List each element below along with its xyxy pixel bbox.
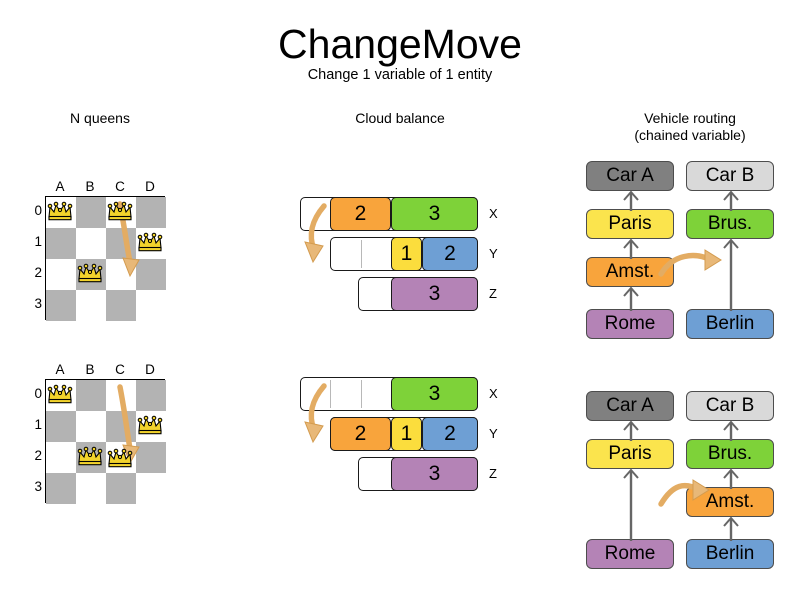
stop-box-rome[interactable]: Rome [586,309,674,339]
board-cell[interactable] [46,228,76,259]
queen-piece[interactable] [47,201,73,221]
board-cell[interactable] [136,197,166,228]
process-segment[interactable]: 2 [330,197,391,231]
board-col-header: C [115,362,125,377]
stop-box-brus[interactable]: Brus. [686,209,774,239]
process-segment[interactable]: 1 [391,237,422,271]
process-segment[interactable]: 3 [391,457,478,491]
process-segment[interactable]: 2 [422,237,478,271]
board-row-header: 3 [34,296,42,311]
computer-label-z: Z [489,286,497,301]
queen-piece[interactable] [47,384,73,404]
queen-piece[interactable] [77,263,103,283]
computer-label-x: X [489,206,498,221]
queen-piece-moved[interactable] [107,448,133,468]
stop-box-berlin[interactable]: Berlin [686,539,774,569]
queen-piece[interactable] [77,446,103,466]
board-row-header: 0 [34,386,42,401]
board-cell[interactable] [46,442,76,473]
board-cell[interactable] [76,473,106,504]
queen-piece[interactable] [137,232,163,252]
capacity-divider [361,240,363,268]
process-segment[interactable]: 3 [391,277,478,311]
board-col-header: A [55,179,65,194]
board-col-header: A [55,362,65,377]
move-arrow-stop-before [658,249,722,277]
board-cell[interactable] [76,197,106,228]
board-cell[interactable] [106,290,136,321]
board-col-header: B [85,362,95,377]
process-segment[interactable]: 2 [422,417,478,451]
queen-piece[interactable] [137,415,163,435]
board-col-header: D [145,362,155,377]
chain-arrow [623,420,639,441]
board-cell[interactable] [136,473,166,504]
chain-arrow [723,420,739,441]
board-cell[interactable] [76,290,106,321]
board-cell[interactable] [106,411,136,442]
board-row-header: 1 [34,417,42,432]
board-cell[interactable] [136,290,166,321]
computer-label-y: Y [489,426,498,441]
board-cell[interactable] [76,411,106,442]
board-cell[interactable] [46,259,76,290]
stop-box-amst-moved[interactable]: Amst. [686,487,774,517]
vehicle-box-car-b[interactable]: Car B [686,391,774,421]
section-header-n-queens: N queens [70,110,130,126]
chain-arrow [723,468,739,489]
queen-piece[interactable] [107,201,133,221]
page-subtitle: Change 1 variable of 1 entity [307,67,493,83]
capacity-divider [361,380,363,408]
section-header-vehicle-routing: Vehicle routing (chained variable) [600,110,780,144]
stop-box-berlin[interactable]: Berlin [686,309,774,339]
board-cell[interactable] [136,259,166,290]
board-cell[interactable] [46,290,76,321]
board-cell[interactable] [76,380,106,411]
vehicle-box-car-b[interactable]: Car B [686,161,774,191]
board-col-header: B [85,179,95,194]
stop-box-paris[interactable]: Paris [586,439,674,469]
board-cell[interactable] [76,228,106,259]
page-title: ChangeMove [278,21,522,67]
section-header-vehicle-routing-line2: (chained variable) [634,127,746,143]
computer-label-x: X [489,386,498,401]
move-arrow-process-after [304,383,327,444]
board-col-header: D [145,179,155,194]
vehicle-box-car-a[interactable]: Car A [586,391,674,421]
vehicle-box-car-a[interactable]: Car A [586,161,674,191]
computer-label-y: Y [489,246,498,261]
process-segment-moved[interactable]: 2 [330,417,391,451]
board-cell[interactable] [46,411,76,442]
chain-arrow [723,238,739,311]
chain-arrow [723,516,739,541]
move-arrow-process-before [304,203,327,264]
board-row-header: 3 [34,479,42,494]
chain-arrow [623,238,639,259]
stop-box-paris[interactable]: Paris [586,209,674,239]
board-row-header: 2 [34,448,42,463]
stop-box-brus[interactable]: Brus. [686,439,774,469]
stop-box-rome[interactable]: Rome [586,539,674,569]
chain-arrow [723,190,739,211]
board-col-header: C [115,179,125,194]
process-segment[interactable]: 3 [391,197,478,231]
process-segment[interactable]: 3 [391,377,478,411]
board-row-header: 2 [34,265,42,280]
section-header-cloud-balance: Cloud balance [355,110,445,126]
board-cell[interactable] [136,442,166,473]
board-cell[interactable] [106,473,136,504]
board-row-header: 0 [34,203,42,218]
board-row-header: 1 [34,234,42,249]
section-header-vehicle-routing-line1: Vehicle routing [644,110,736,126]
computer-label-z: Z [489,466,497,481]
chain-arrow [623,286,639,311]
capacity-divider [330,380,332,408]
chain-arrow [623,468,639,541]
chain-arrow [623,190,639,211]
board-cell[interactable] [136,380,166,411]
move-arrow-stop-after [658,479,710,507]
process-segment[interactable]: 1 [391,417,422,451]
board-cell[interactable] [46,473,76,504]
